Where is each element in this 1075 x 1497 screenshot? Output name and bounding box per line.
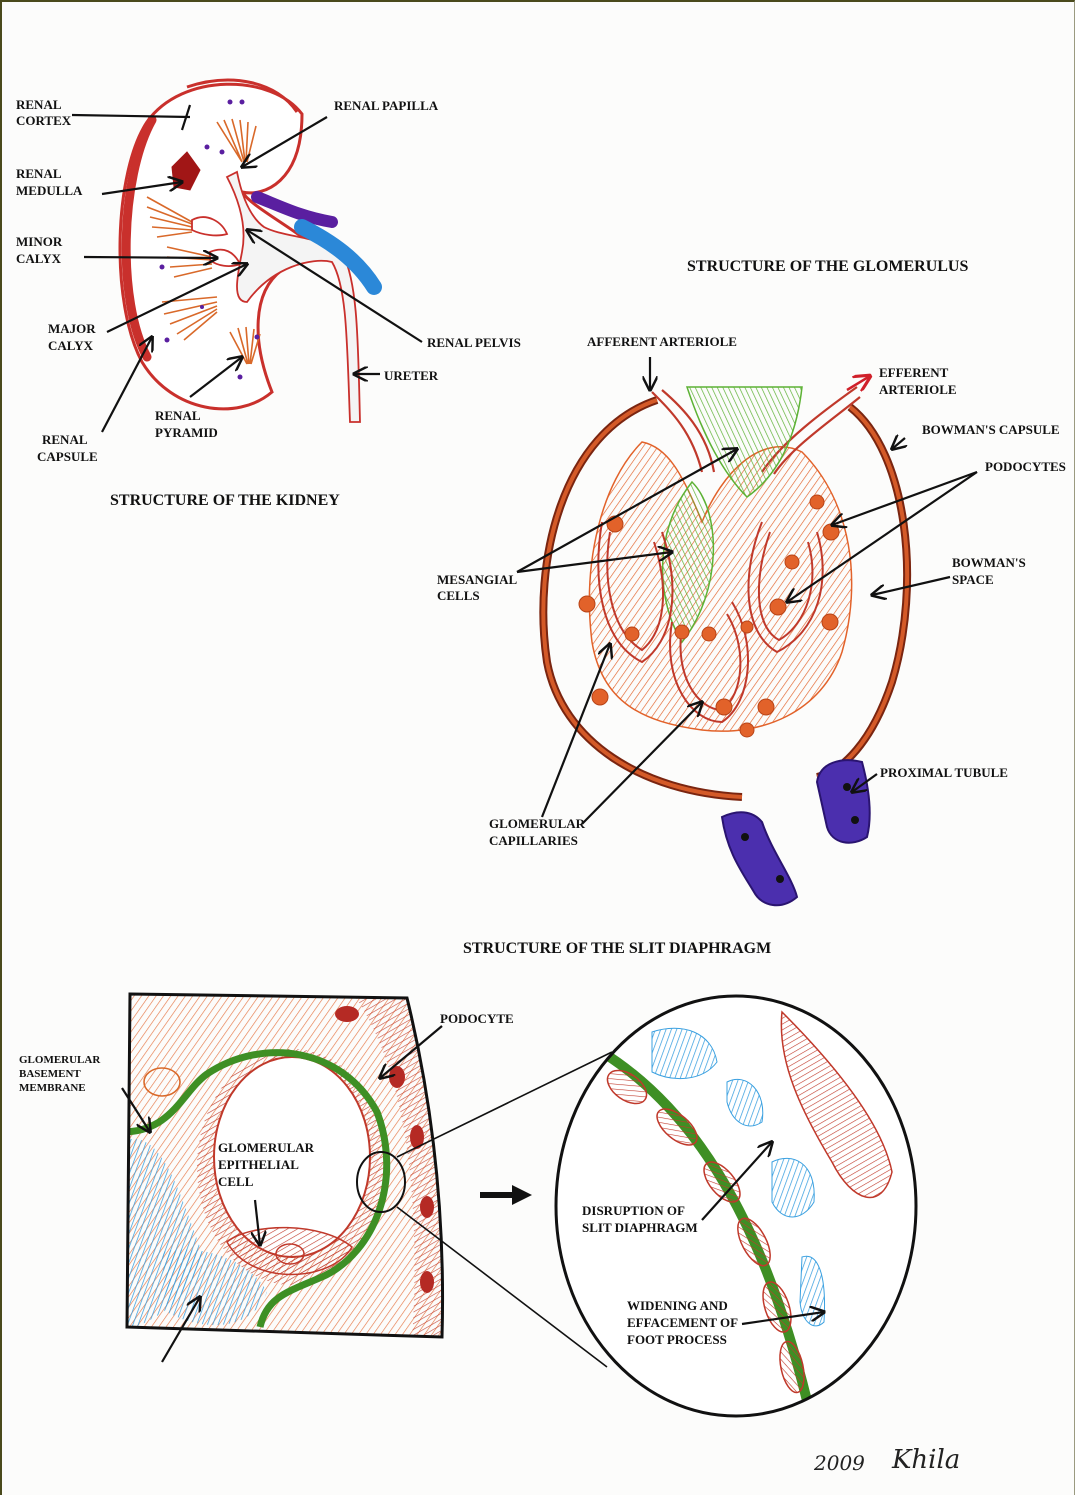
glomerulus-title: STRUCTURE OF THE GLOMERULUS [687, 258, 968, 275]
label-podocyte: PODOCYTE [440, 1011, 514, 1026]
kidney-title: STRUCTURE OF THE KIDNEY [110, 492, 340, 509]
label-renal-medulla: RENAL MEDULLA [16, 166, 83, 198]
label-bowmans-capsule: BOWMAN'S CAPSULE [922, 422, 1060, 437]
label-gbm: GLOMERULAR BASEMENT MEMBRANE [19, 1054, 103, 1094]
label-efferent-arteriole: EFFERENT ARTERIOLE [879, 365, 957, 397]
signature-name: Khila [891, 1445, 960, 1475]
zoom-arrow [480, 1185, 532, 1205]
label-mesangial-cells: MESANGIAL CELLS [437, 572, 520, 603]
label-afferent-arteriole: AFFERENT ARTERIOLE [587, 334, 737, 349]
label-glomerular-capillaries: GLOMERULAR CAPILLARIES [489, 816, 588, 848]
label-renal-pelvis: RENAL PELVIS [427, 335, 521, 350]
label-ureter: URETER [384, 368, 439, 383]
label-proximal-tubule: PROXIMAL TUBULE [880, 765, 1008, 780]
label-renal-pyramid: RENAL PYRAMID [155, 408, 218, 440]
proximal-tubule-1 [817, 760, 870, 843]
signature-year: 2009 [813, 1451, 865, 1475]
kidney-drawing [72, 80, 422, 432]
slit-title: STRUCTURE OF THE SLIT DIAPHRAGM [463, 940, 771, 957]
proximal-tubule-2 [722, 812, 797, 905]
slit-box-drawing [122, 992, 612, 1367]
label-renal-cortex: RENAL CORTEX [16, 97, 72, 128]
label-renal-capsule: RENAL CAPSULE [37, 432, 98, 464]
label-minor-calyx: MINOR CALYX [16, 234, 65, 266]
label-renal-papilla: RENAL PAPILLA [334, 98, 439, 113]
label-bowmans-space: BOWMAN'S SPACE [952, 555, 1029, 587]
label-podocytes: PODOCYTES [985, 459, 1066, 474]
label-widening: WIDENING AND EFFACEMENT OF FOOT PROCESS [627, 1298, 741, 1347]
label-major-calyx: MAJOR CALYX [48, 321, 99, 353]
